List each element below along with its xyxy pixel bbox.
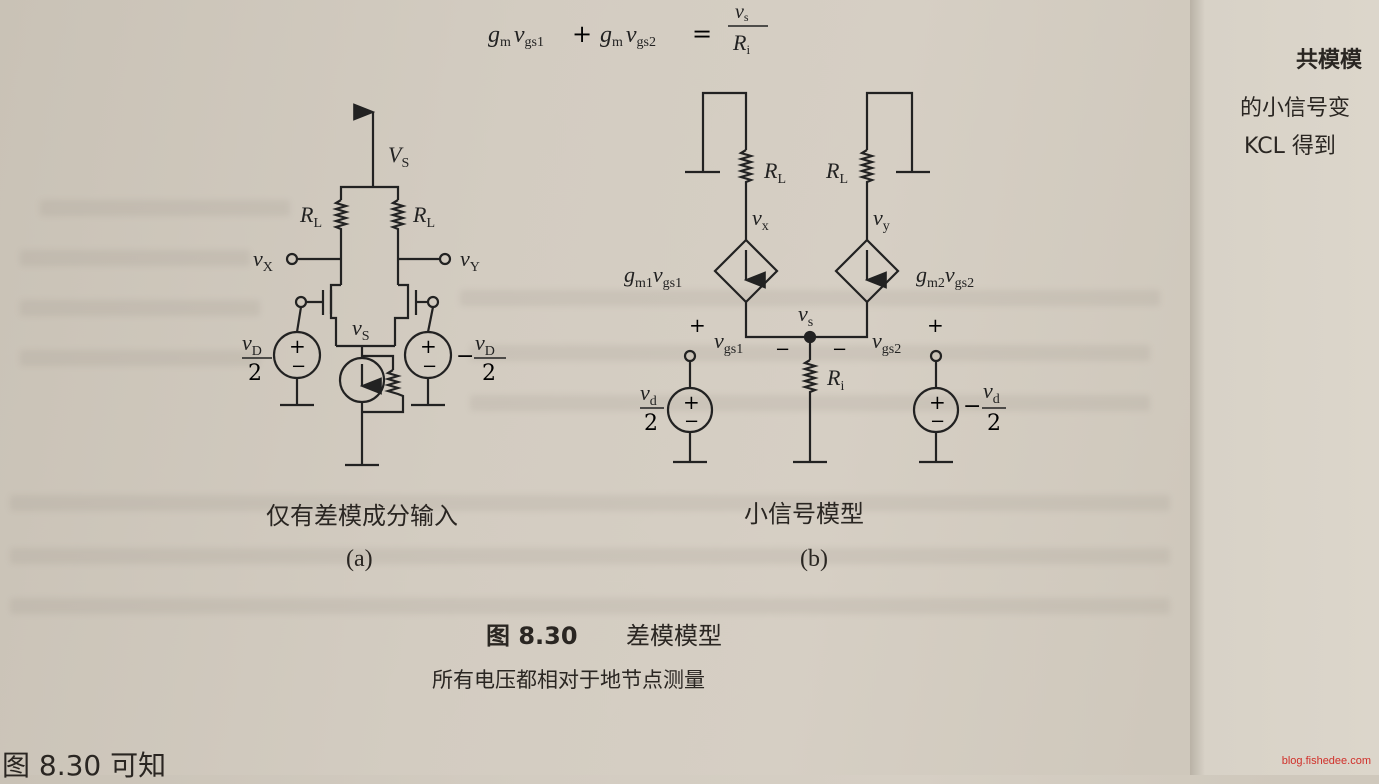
facing-page bbox=[1190, 0, 1379, 775]
figure-subtitle: 所有电压都相对于地节点测量 bbox=[432, 668, 705, 692]
svg-text:vd: vd bbox=[640, 380, 657, 409]
svg-text:vD: vD bbox=[475, 330, 495, 359]
svg-text:−: − bbox=[930, 411, 945, 432]
svg-text:vgs1: vgs1 bbox=[714, 328, 743, 357]
svg-text:gm1vgs1: gm1vgs1 bbox=[624, 262, 682, 291]
svg-text:+: + bbox=[289, 334, 306, 358]
svg-text:−: − bbox=[456, 344, 474, 369]
terminal-icon bbox=[683, 349, 697, 363]
svg-text:RL: RL bbox=[763, 158, 786, 187]
label-a: (a) bbox=[346, 546, 373, 572]
body-text: 图 8.30 可知 bbox=[2, 749, 167, 782]
show-through-text bbox=[10, 548, 1170, 564]
svg-text:−: − bbox=[291, 356, 306, 377]
show-through-text bbox=[10, 495, 1170, 511]
show-through-text bbox=[460, 290, 1160, 306]
terminal-icon bbox=[285, 252, 299, 266]
svg-text:=: = bbox=[692, 20, 712, 48]
show-through-text bbox=[20, 250, 250, 266]
svg-text:2: 2 bbox=[644, 411, 658, 436]
svg-text:RL: RL bbox=[825, 158, 848, 187]
svg-text:VS: VS bbox=[388, 142, 409, 171]
caption-b: 小信号模型 bbox=[744, 500, 864, 528]
circuit-a-labels: VS RL RL vX vY vS +− +− vD 2 − vD 2 bbox=[242, 142, 506, 386]
resistor-icon bbox=[362, 369, 405, 414]
svg-text:vd: vd bbox=[983, 378, 1000, 407]
svg-text:2: 2 bbox=[248, 361, 262, 386]
svg-text:vgs2: vgs2 bbox=[872, 328, 901, 357]
transistor-icon bbox=[393, 283, 410, 346]
show-through-text bbox=[20, 300, 260, 316]
svg-text:RL: RL bbox=[299, 202, 322, 231]
figure-title: 差模模型 bbox=[626, 622, 722, 650]
svg-text:vs: vs bbox=[735, 1, 749, 24]
svg-text:vS: vS bbox=[352, 315, 370, 344]
resistor-icon bbox=[858, 149, 876, 240]
circuit-a bbox=[272, 103, 453, 467]
right-page-line: KCL 得到 bbox=[1244, 134, 1336, 159]
svg-text:+: + bbox=[929, 390, 946, 414]
watermark: blog.fishedee.com bbox=[1281, 755, 1371, 767]
svg-text:Ri: Ri bbox=[826, 365, 844, 394]
svg-text:vy: vy bbox=[873, 205, 890, 234]
show-through-text bbox=[20, 350, 260, 366]
caption-a: 仅有差模成分输入 bbox=[266, 502, 458, 530]
circuit-b-labels: RL RL vx vy gm1vgs1 gm2vgs2 vs vgs1 vgs2… bbox=[624, 158, 1006, 436]
svg-text:−: − bbox=[963, 394, 981, 419]
svg-text:2: 2 bbox=[482, 361, 496, 386]
show-through-text bbox=[10, 598, 1170, 614]
right-page-line: 共模模 bbox=[1296, 48, 1363, 73]
svg-text:gm2vgs2: gm2vgs2 bbox=[916, 262, 974, 291]
svg-text:RL: RL bbox=[412, 202, 435, 231]
svg-text:2: 2 bbox=[987, 411, 1001, 436]
svg-text:−: − bbox=[422, 356, 437, 377]
svg-text:−: − bbox=[775, 339, 790, 360]
label-b: (b) bbox=[800, 546, 828, 572]
svg-text:+: + bbox=[683, 390, 700, 414]
svg-text:+: + bbox=[927, 313, 944, 337]
circuit-b bbox=[666, 91, 960, 464]
svg-text:Ri: Ri bbox=[732, 30, 750, 57]
resistor-icon bbox=[801, 359, 819, 462]
show-through-text bbox=[40, 200, 290, 216]
svg-text:vs: vs bbox=[798, 301, 813, 330]
svg-text:vY: vY bbox=[460, 246, 480, 275]
transistor-icon bbox=[329, 283, 341, 346]
terminal-icon bbox=[438, 252, 452, 266]
svg-text:vD: vD bbox=[242, 330, 262, 359]
svg-text:−: − bbox=[684, 411, 699, 432]
figure-number: 图 8.30 bbox=[486, 622, 578, 650]
svg-text:vx: vx bbox=[752, 205, 769, 234]
svg-text:+: + bbox=[572, 20, 592, 48]
resistor-icon bbox=[737, 149, 755, 240]
svg-text:−: − bbox=[832, 339, 847, 360]
svg-text:+: + bbox=[420, 334, 437, 358]
resistor-icon bbox=[332, 199, 350, 285]
svg-text:+: + bbox=[689, 313, 706, 337]
right-page-line: 的小信号变 bbox=[1240, 96, 1351, 121]
svg-text:vX: vX bbox=[253, 246, 273, 275]
terminal-icon bbox=[929, 349, 943, 363]
resistor-icon bbox=[389, 199, 407, 285]
